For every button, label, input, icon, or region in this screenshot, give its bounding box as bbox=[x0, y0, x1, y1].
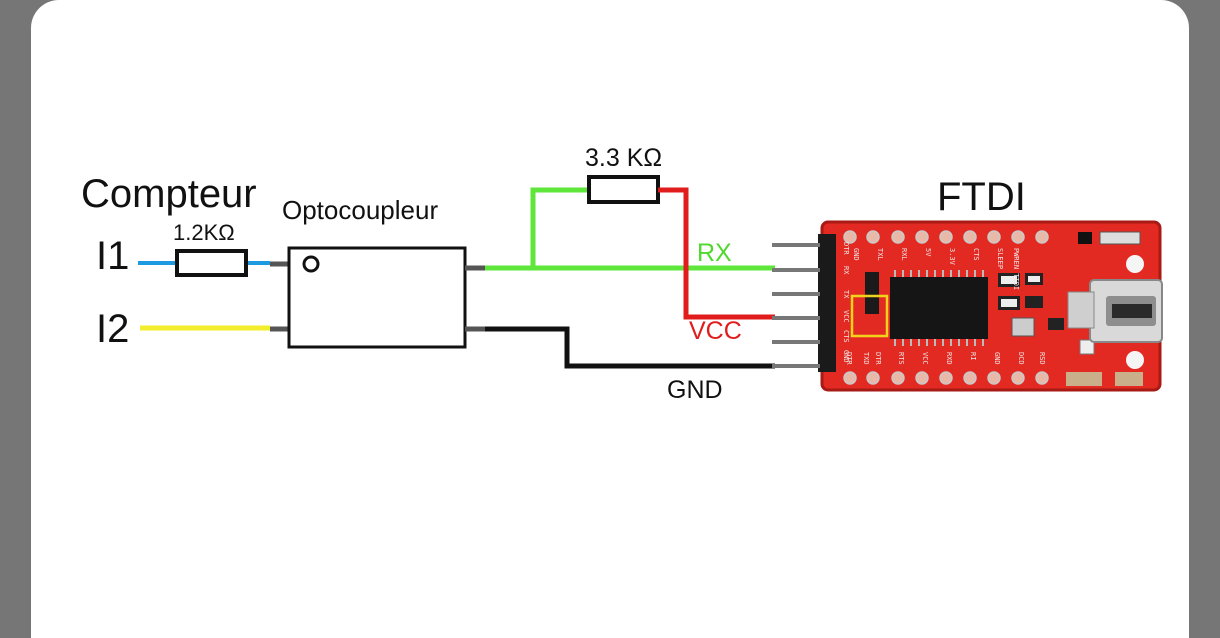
input-1-label: I1 bbox=[96, 234, 130, 278]
silk-bottom-7: GND bbox=[993, 352, 1001, 365]
ftdi-top-pads bbox=[843, 230, 1049, 244]
resistor-pullup-label: 3.3 KΩ bbox=[585, 144, 663, 172]
ftdi-board: GND TXL RXL 5V 3.3V CTS SLEEP PWREN TTDI… bbox=[772, 220, 1163, 392]
ftdi-jumper-highlight bbox=[850, 294, 889, 338]
silk-bottom-2: DTR bbox=[874, 352, 882, 365]
wire-rx-branch bbox=[530, 187, 589, 268]
resistor-input bbox=[175, 249, 248, 277]
silk-top-1: TXL bbox=[876, 248, 884, 261]
silk-bottom-5: RXD bbox=[945, 352, 953, 365]
resistor-pullup bbox=[587, 175, 660, 204]
silk-side-2: TX bbox=[842, 290, 850, 299]
ftdi-mount-hole-bl bbox=[1126, 351, 1144, 369]
ftdi-pcb bbox=[822, 222, 1160, 390]
silk-side-1: RX bbox=[842, 266, 850, 275]
silk-top-7: PWREN TTDI bbox=[1012, 248, 1020, 290]
gnd-label: GND bbox=[667, 376, 723, 404]
silk-side-0: DTR bbox=[842, 242, 850, 255]
silk-bottom-9: RSD bbox=[1038, 352, 1046, 365]
silk-side-5: GND bbox=[842, 350, 850, 363]
silk-top-5: CTS bbox=[972, 248, 980, 261]
meter-label: Compteur bbox=[81, 172, 257, 216]
silk-top-2: RXL bbox=[900, 248, 908, 261]
silk-bottom-1: TXD bbox=[862, 352, 870, 365]
silk-bottom-0: DTR bbox=[845, 352, 853, 365]
ftdi-label: FTDI bbox=[937, 175, 1026, 219]
input-2-label: I2 bbox=[96, 307, 130, 351]
silk-top-6: SLEEP bbox=[996, 248, 1004, 269]
silk-bottom-4: VCC bbox=[921, 352, 929, 365]
silk-side-3: VCC bbox=[842, 310, 850, 323]
ftdi-chip bbox=[890, 277, 988, 339]
silk-top-4: 3.3V bbox=[948, 248, 956, 266]
silk-top-0: GND bbox=[852, 248, 860, 261]
optocoupler-pin1-dot bbox=[302, 255, 320, 273]
optocoupler-body bbox=[287, 246, 467, 349]
ftdi-chip-pins bbox=[894, 270, 984, 346]
resistor-input-label: 1.2KΩ bbox=[173, 220, 235, 245]
silk-bottom-3: RTS bbox=[897, 352, 905, 365]
ftdi-mount-hole-tl bbox=[1126, 255, 1144, 273]
ftdi-small-components bbox=[998, 231, 1143, 386]
ftdi-usb-connector bbox=[1067, 279, 1163, 343]
silk-side-4: CTS bbox=[842, 330, 850, 343]
wire-vcc bbox=[658, 187, 775, 320]
ftdi-jumper bbox=[865, 272, 879, 314]
ftdi-bottom-pads bbox=[843, 371, 1049, 385]
optocoupler-label: Optocoupleur bbox=[282, 195, 439, 225]
silk-bottom-6: RI bbox=[969, 352, 977, 360]
rx-label: RX bbox=[697, 239, 732, 267]
ftdi-header-block bbox=[818, 234, 836, 372]
silk-top-3: 5V bbox=[924, 248, 932, 257]
wire-gnd bbox=[485, 326, 775, 369]
silk-bottom-8: DCD bbox=[1017, 352, 1025, 365]
vcc-label: VCC bbox=[689, 317, 742, 345]
